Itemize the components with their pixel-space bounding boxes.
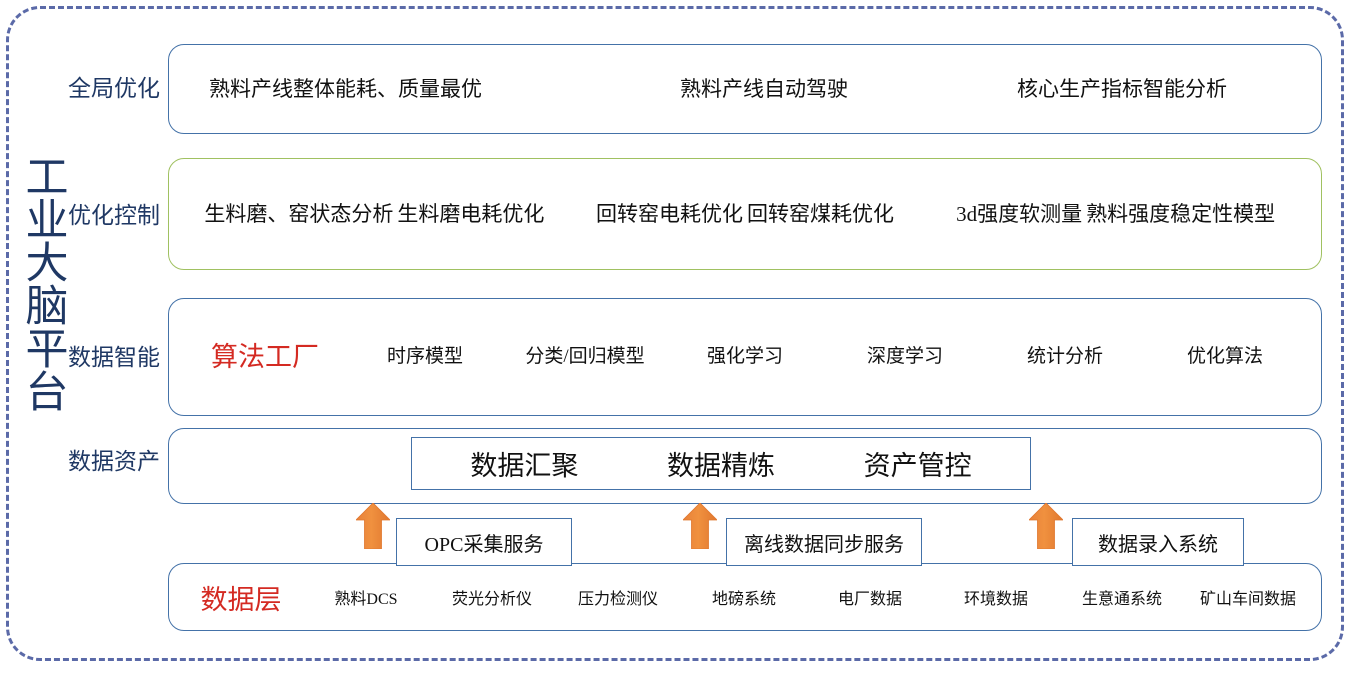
data-intel-accent-algorithm-factory: 算法工厂 — [211, 342, 319, 372]
data-intel-item-3: 强化学习 — [706, 346, 783, 367]
data-layer-item-8: 矿山车间数据 — [1199, 591, 1296, 608]
optctrl-item-3-top: 3d强度软测量 — [956, 202, 1083, 226]
global-item-2: 熟料产线自动驾驶 — [680, 77, 848, 101]
data-intel-item-4: 深度学习 — [866, 346, 943, 367]
data-asset-inner-box: 数据汇聚 数据精炼 资产管控 — [411, 437, 1031, 490]
layer-box-optimization-control: 生料磨、窑状态分析 生料磨电耗优化 回转窑电耗优化 回转窑煤耗优化 3d强度软测… — [168, 158, 1322, 270]
data-layer-item-3: 压力检测仪 — [577, 591, 658, 608]
global-item-3: 核心生产指标智能分析 — [1017, 77, 1227, 101]
data-asset-item-2: 数据精炼 — [666, 451, 775, 481]
data-layer-item-6: 环境数据 — [963, 591, 1028, 608]
data-layer-item-5: 电厂数据 — [837, 591, 902, 608]
platform-vertical-title: 工业大脑平台 — [19, 154, 66, 412]
row-label-data-asset: 数据资产 — [68, 449, 160, 474]
layer-box-data-intelligence: 算法工厂 时序模型 分类/回归模型 强化学习 深度学习 统计分析 优化算法 — [168, 298, 1322, 416]
optctrl-item-1-bottom: 生料磨电耗优化 — [397, 202, 545, 226]
layer-box-global-optimization: 熟料产线整体能耗、质量最优 熟料产线自动驾驶 核心生产指标智能分析 — [168, 44, 1322, 134]
service-box-opc-collection: OPC采集服务 — [396, 518, 572, 566]
data-layer-item-4: 地磅系统 — [711, 591, 776, 608]
data-intel-item-1: 时序模型 — [386, 346, 463, 367]
data-intel-item-5: 统计分析 — [1026, 346, 1103, 367]
optctrl-column-1: 生料磨、窑状态分析 生料磨电耗优化 — [189, 195, 560, 233]
data-layer-item-7: 生意通系统 — [1081, 591, 1162, 608]
data-layer-item-2: 荧光分析仪 — [451, 591, 532, 608]
data-asset-item-1: 数据汇聚 — [470, 451, 579, 481]
service-box-data-entry-system: 数据录入系统 — [1072, 518, 1244, 566]
service-box-offline-data-sync: 离线数据同步服务 — [726, 518, 922, 566]
data-asset-item-3: 资产管控 — [863, 451, 972, 481]
optctrl-column-2: 回转窑电耗优化 回转窑煤耗优化 — [560, 195, 931, 233]
row-label-optimization-control: 优化控制 — [68, 203, 160, 228]
up-arrow-icon-opc — [355, 502, 391, 550]
data-layer-item-1: 熟料DCS — [334, 591, 398, 608]
up-arrow-icon-offline-sync — [682, 502, 718, 550]
row-label-data-intelligence: 数据智能 — [68, 345, 160, 370]
optctrl-item-3-bottom: 熟料强度稳定性模型 — [1086, 202, 1276, 226]
optctrl-column-3: 3d强度软测量 熟料强度稳定性模型 — [930, 195, 1301, 233]
optctrl-item-2-bottom: 回转窑煤耗优化 — [747, 202, 894, 226]
data-layer-title: 数据层 — [200, 584, 282, 615]
data-intel-item-2: 分类/回归模型 — [525, 346, 645, 367]
layer-box-data-layer: 数据层 熟料DCS 荧光分析仪 压力检测仪 地磅系统 电厂数据 环境数据 生意通… — [168, 563, 1322, 631]
outer-dashed-frame — [6, 6, 1344, 661]
optctrl-item-1-top: 生料磨、窑状态分析 — [204, 202, 394, 226]
global-item-1: 熟料产线整体能耗、质量最优 — [209, 77, 482, 101]
up-arrow-icon-data-entry — [1028, 502, 1064, 550]
data-intel-item-6: 优化算法 — [1186, 346, 1263, 367]
optctrl-item-2-top: 回转窑电耗优化 — [596, 202, 743, 226]
row-label-global-optimization: 全局优化 — [68, 76, 160, 101]
